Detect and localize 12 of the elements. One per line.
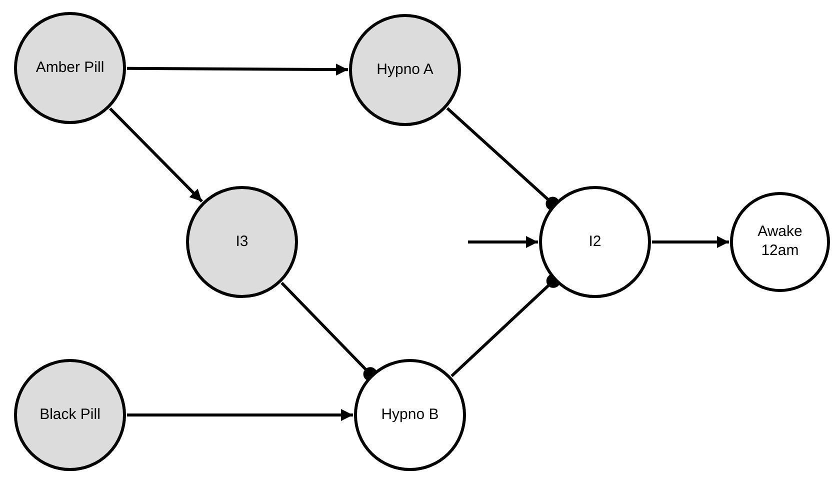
node-label: I2 (588, 232, 602, 252)
node-label: Awake 12am (756, 223, 804, 261)
arrow (468, 236, 538, 248)
arrow (127, 64, 348, 76)
node-label: Amber Pill (36, 58, 104, 78)
node-label: I3 (236, 232, 248, 252)
node-label: Hypno A (376, 60, 434, 80)
arrow (652, 236, 729, 248)
arrow (127, 409, 353, 421)
arrow (109, 107, 203, 203)
node-label: Black Pill (40, 406, 100, 424)
node-label: Hypno B (381, 406, 439, 424)
